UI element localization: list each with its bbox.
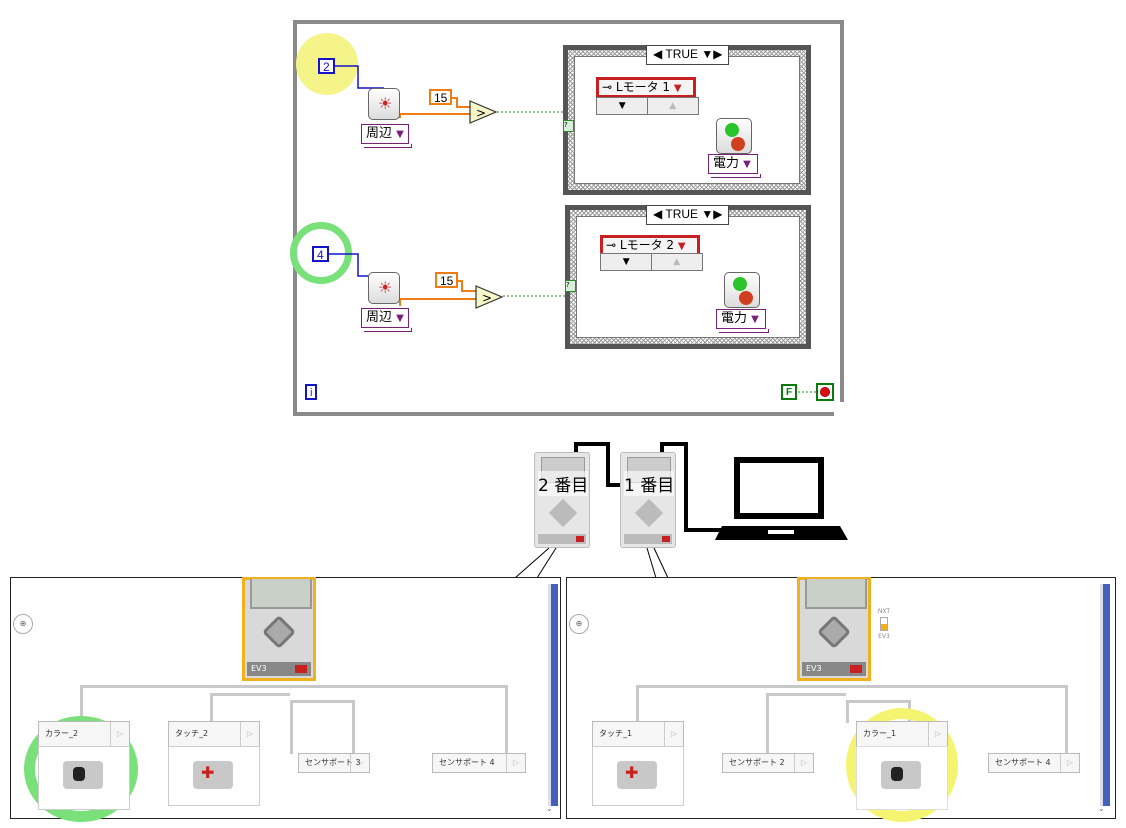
expand-arrow-icon: ▷ [506, 754, 525, 772]
case-selector-2[interactable]: ◀ TRUE ▼▶ [646, 205, 730, 225]
threshold-constant-1[interactable]: 15 [429, 89, 453, 105]
case-structure-1 [563, 45, 811, 195]
motor-mode-select-1[interactable]: 電力 ▼ [708, 154, 761, 178]
motor-node-2[interactable] [724, 272, 760, 308]
sensor-mode-select-2[interactable]: 周辺 ▼ [361, 308, 412, 332]
ev3-brick-right: EV3 [797, 577, 871, 681]
port-slot-2[interactable]: タッチ_2▷ [168, 721, 260, 747]
scrollbar[interactable] [551, 584, 558, 806]
expand-panel-icon[interactable]: ⊕ [13, 614, 33, 634]
laptop-icon [716, 458, 848, 542]
arrow-down-icon: ▼ [622, 257, 630, 267]
expand-arrow-icon: ▷ [110, 722, 129, 746]
case-selector-terminal-2: ? [565, 280, 576, 292]
expand-arrow-icon: ▷ [664, 722, 683, 746]
scroll-down-icon[interactable]: ⌄ [546, 804, 553, 813]
motor-array-2: ▼ ▲ [600, 253, 703, 271]
motor-mode-select-2[interactable]: 電力 ▼ [716, 309, 769, 333]
color-sensor-node-2[interactable]: ☀ [368, 272, 400, 304]
motor-icon [739, 291, 753, 305]
dpad-icon [817, 615, 851, 649]
port-slot-4[interactable]: センサポート 4▷ [988, 753, 1080, 773]
motor-node-1[interactable] [716, 118, 752, 154]
dpad-icon [262, 615, 296, 649]
motor-plug-icon: ⊸ [602, 80, 613, 94]
touch-sensor-image-left: ✚ [168, 746, 260, 806]
motor-icon [731, 137, 745, 151]
highlight-circle-yellow-right [846, 708, 958, 822]
case-selector-1[interactable]: ◀ TRUE ▼▶ [646, 45, 730, 65]
touch-sensor-icon [193, 761, 233, 789]
nxt-ev3-toggle[interactable]: NXT EV3 [877, 608, 891, 640]
ev3-brick-first [620, 452, 676, 548]
port-slot-2[interactable]: センサポート 2▷ [722, 753, 814, 773]
dpad-icon [634, 498, 664, 528]
sensor-mode-select-1[interactable]: 周辺 ▼ [361, 124, 412, 148]
ev3-brick-left: EV3 [242, 577, 316, 681]
threshold-constant-2[interactable]: 15 [435, 272, 459, 288]
ev3-brick-second [534, 452, 590, 548]
color-sensor-icon: ☀ [378, 94, 393, 113]
stop-terminal-icon[interactable] [816, 383, 834, 401]
color-sensor-node-1[interactable]: ☀ [368, 88, 400, 120]
brick-label-first: 1 番目 [624, 471, 675, 496]
port-slot-4[interactable]: センサポート 4▷ [432, 753, 526, 773]
motor-select-1[interactable]: ⊸ Lモータ 1 ▼ [596, 77, 696, 98]
dpad-icon [548, 498, 578, 528]
green-light-icon [733, 277, 747, 291]
touch-sensor-image-right: ✚ [592, 746, 684, 806]
color-sensor-icon: ☀ [378, 278, 393, 297]
scroll-down-icon[interactable]: ⌄ [1098, 804, 1105, 813]
port-constant-2[interactable]: 4 [312, 246, 329, 262]
touch-sensor-icon [617, 761, 657, 789]
port-slot-3[interactable]: カラー_1▷ [856, 721, 948, 747]
port-slot-1[interactable]: カラー_2▷ [38, 721, 130, 747]
port-slot-1[interactable]: タッチ_1▷ [592, 721, 684, 747]
iteration-terminal: i [305, 384, 318, 400]
port-slot-3[interactable]: センサポート 3▷ [298, 753, 370, 773]
brick-label-second: 2 番目 [538, 471, 589, 496]
expand-arrow-icon: ▷ [240, 722, 259, 746]
expand-arrow-icon: ▷ [928, 722, 947, 746]
arrow-down-icon: ▼ [618, 101, 626, 111]
arrow-up-icon: ▲ [650, 254, 703, 270]
color-sensor-image-left [38, 746, 130, 810]
port-constant-1[interactable]: 2 [318, 58, 335, 74]
stop-constant[interactable]: F [781, 384, 798, 400]
arrow-up-icon: ▲ [646, 98, 699, 114]
svg-text:>: > [482, 291, 492, 305]
expand-panel-icon[interactable]: ⊕ [569, 614, 589, 634]
expand-arrow-icon: ▷ [1060, 754, 1079, 772]
scrollbar[interactable] [1103, 584, 1110, 806]
svg-text:>: > [476, 106, 486, 120]
motor-plug-icon: ⊸ [606, 238, 617, 252]
case-selector-terminal-1: ? [563, 120, 574, 132]
color-sensor-image-right [856, 746, 948, 810]
green-light-icon [725, 123, 739, 137]
expand-arrow-icon: ▷ [350, 754, 369, 772]
dropdown-icon: ▼ [396, 129, 404, 140]
expand-arrow-icon: ▷ [794, 754, 813, 772]
motor-array-1: ▼ ▲ [596, 97, 699, 115]
